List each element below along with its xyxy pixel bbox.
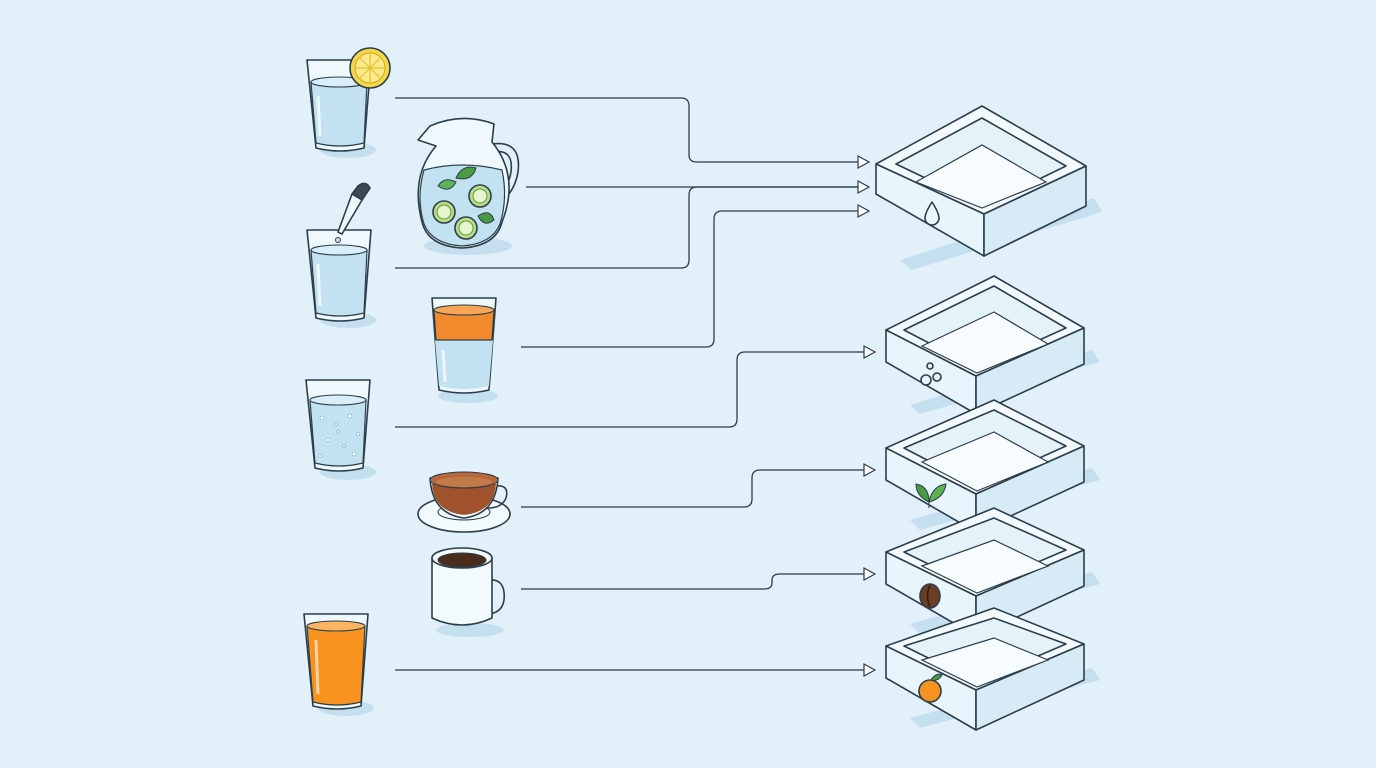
connector-lemon-water xyxy=(395,97,858,163)
arrowhead xyxy=(863,344,877,360)
sparkling-bin xyxy=(885,275,1100,415)
sparkling-water-glass-icon xyxy=(305,379,376,480)
lemon-slice-icon xyxy=(349,47,391,89)
arrowhead xyxy=(863,662,877,678)
coffee-bean-icon xyxy=(919,583,941,609)
arrowhead xyxy=(863,566,877,582)
coffee-bin xyxy=(885,507,1100,637)
dropper-icon xyxy=(335,182,371,243)
coffee-mug-icon xyxy=(431,547,505,637)
arrowhead xyxy=(857,203,871,219)
arrowhead xyxy=(857,179,871,195)
tea-cup-icon xyxy=(417,471,511,533)
tea-bin xyxy=(885,399,1100,533)
juice-bin xyxy=(885,607,1100,731)
layered-drink-glass-icon xyxy=(431,297,498,403)
connector-layered-drink xyxy=(521,210,858,348)
connector-coffee xyxy=(521,573,864,590)
connectors xyxy=(395,97,877,678)
sorting-bins xyxy=(875,105,1102,731)
connector-sparkling-water xyxy=(395,351,864,428)
arrowhead xyxy=(863,462,877,478)
connector-tea xyxy=(521,469,864,508)
drinks xyxy=(303,47,520,716)
bubbles-icon xyxy=(920,362,942,386)
lemon-water-glass-icon xyxy=(306,47,391,158)
water-drop-icon xyxy=(924,201,940,226)
orange-juice-glass-icon xyxy=(303,613,374,716)
arrowhead xyxy=(857,154,871,170)
dropper-water-glass-icon xyxy=(306,182,376,328)
orange-fruit-icon xyxy=(918,673,943,703)
leaf-icon xyxy=(915,483,947,508)
water-bin xyxy=(875,105,1102,270)
cucumber-mint-pitcher-icon xyxy=(417,117,520,255)
connector-dropper-water xyxy=(395,186,858,269)
